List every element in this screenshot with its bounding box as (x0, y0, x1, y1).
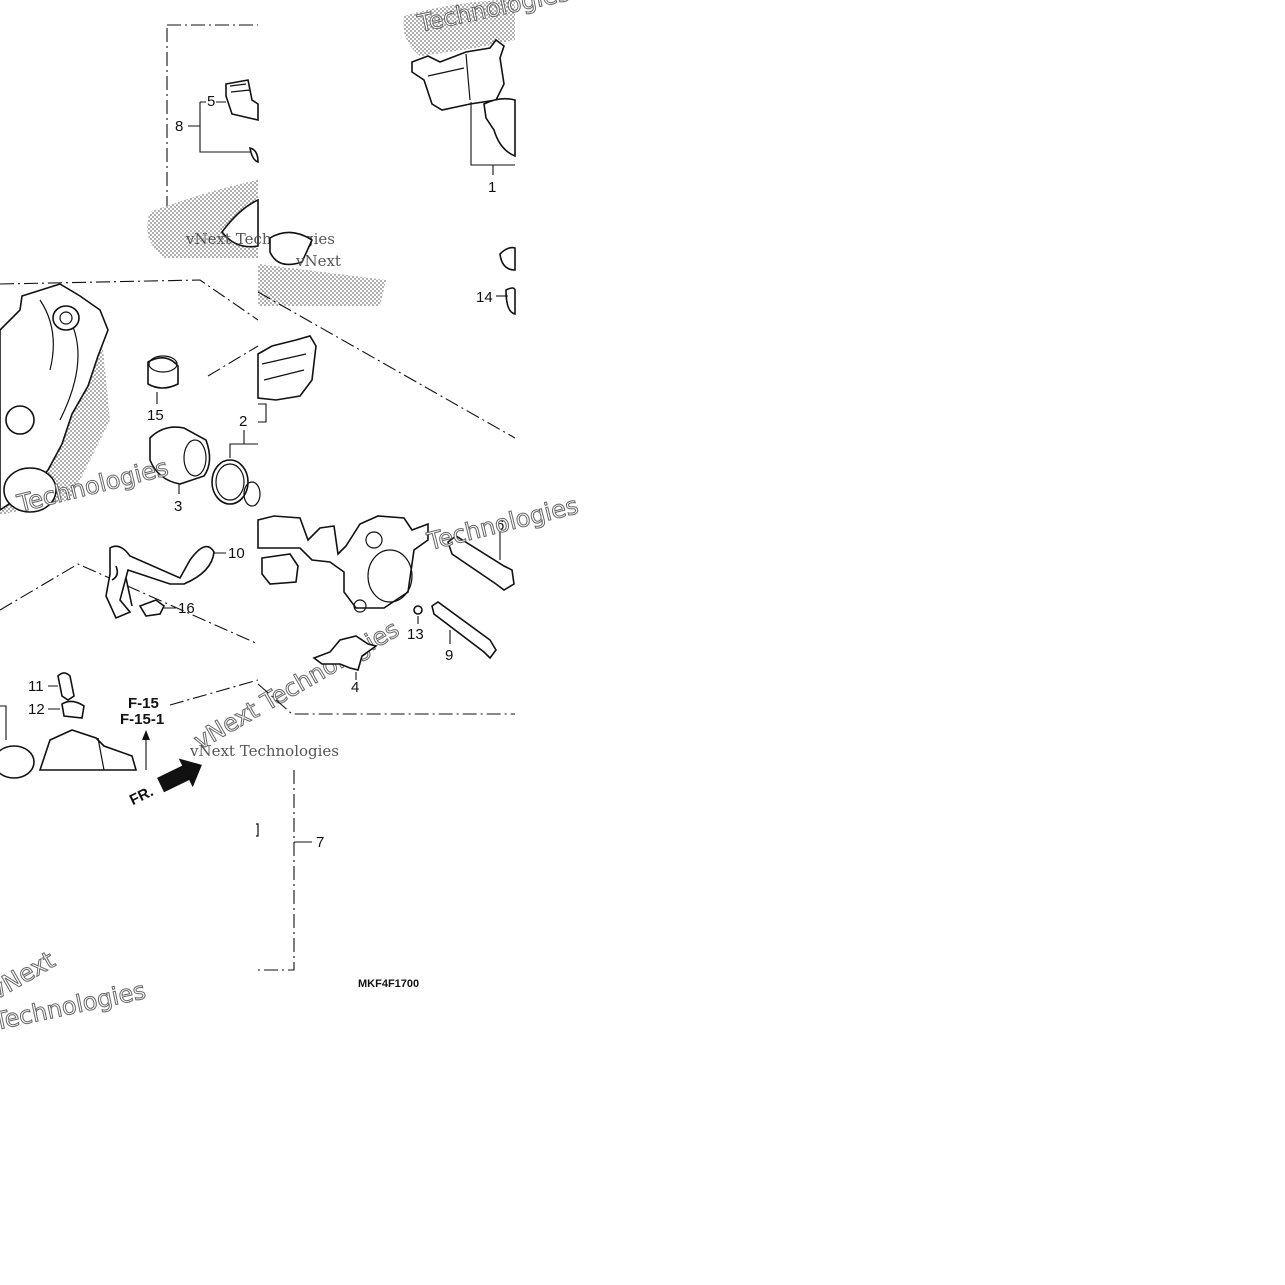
watermark-text: vNext (295, 252, 341, 270)
callout-11: 11 (28, 678, 44, 695)
callout-3: 3 (174, 498, 182, 515)
tile-middle-left: 15 3 2 Technologies (0, 279, 261, 519)
ref-page-label: F-15-1 (120, 711, 164, 728)
callout-2: 2 (239, 413, 247, 430)
front-direction-arrow: FR. (127, 758, 202, 809)
callout-9: 9 (445, 647, 453, 664)
callout-5: 5 (207, 93, 215, 110)
watermark-text: vNext Technologies (185, 230, 335, 248)
front-direction-label: FR. (127, 783, 156, 809)
tile-top-left: 5 8 vNext Technologies (147, 24, 335, 258)
ref-page-label: F-15 (128, 695, 159, 712)
callout-16: 16 (178, 600, 195, 617)
callout-4: 4 (351, 679, 359, 696)
callout-12: 12 (28, 701, 45, 718)
callout-10: 10 (228, 545, 245, 562)
callout-7: 7 (316, 834, 324, 851)
callout-6: 6 (496, 517, 504, 534)
callout-14: 14 (476, 289, 493, 306)
callout-13: 13 (407, 626, 424, 643)
tile-middle: vNext 14 (257, 252, 516, 439)
callout-15: 15 (147, 407, 164, 424)
callout-8: 8 (175, 118, 183, 135)
watermark-text: vNext Technologies (189, 742, 339, 760)
diagram-code: MKF4F1700 (358, 978, 419, 990)
callout-1: 1 (488, 179, 496, 196)
watermark-outline: vNext Technologies (189, 615, 404, 755)
tile-lower: vNext Technologies 7 FR. MKF4F1700 vNext… (0, 742, 419, 1037)
watermark-outline: Technologies (424, 491, 581, 556)
